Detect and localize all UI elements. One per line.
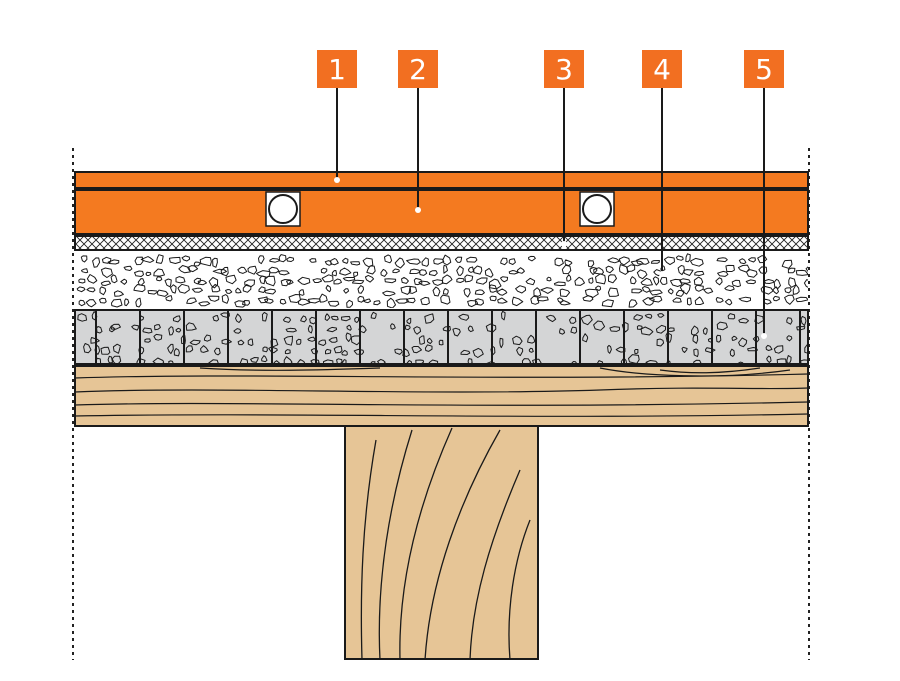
callout-number: 3 (555, 53, 573, 86)
callout-1: 1 (317, 50, 357, 88)
timber-floor-board (74, 365, 809, 427)
callout-2: 2 (398, 50, 438, 88)
callout-number: 2 (409, 53, 427, 86)
callout-3: 3 (544, 50, 584, 88)
gravel-fill-layer (75, 252, 808, 308)
callout-5: 5 (744, 50, 784, 88)
callout-number: 4 (653, 53, 671, 86)
block-layer (74, 309, 809, 365)
timber-joist (344, 425, 539, 660)
heating-pipe (265, 191, 301, 227)
callout-number: 5 (755, 53, 773, 86)
callout-number: 1 (328, 53, 346, 86)
callout-4: 4 (642, 50, 682, 88)
heating-screed-layer (74, 171, 809, 235)
heating-pipe (579, 191, 615, 227)
insulation-mesh-layer (74, 235, 809, 251)
